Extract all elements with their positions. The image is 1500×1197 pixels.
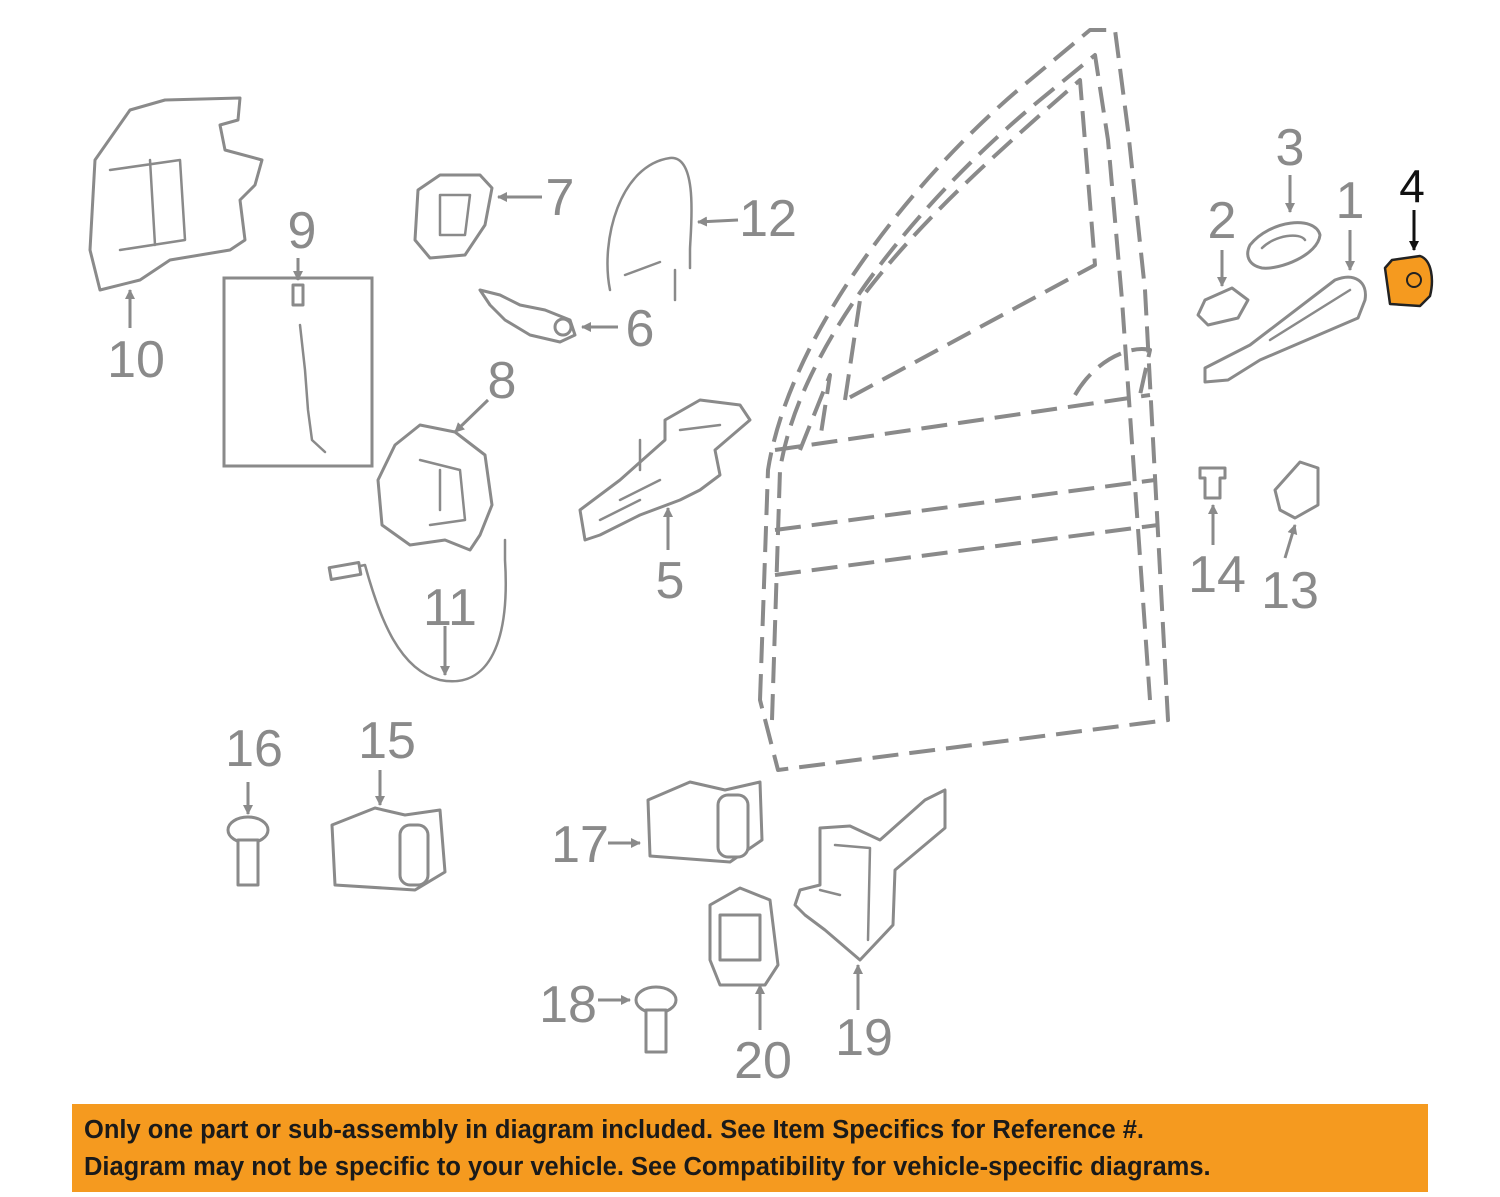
handle-bezel bbox=[1196, 286, 1250, 327]
disclaimer-line-1: Only one part or sub-assembly in diagram… bbox=[84, 1116, 1144, 1144]
disclaimer-banner: Only one part or sub-assembly in diagram… bbox=[72, 1104, 1428, 1192]
lock-rod-kit bbox=[222, 276, 374, 468]
inner-panel-bracket bbox=[88, 96, 264, 292]
lock-cylinder bbox=[478, 288, 577, 344]
callout-8: 8 bbox=[488, 352, 517, 410]
door-striker bbox=[1273, 460, 1320, 520]
door-check-bracket bbox=[708, 886, 780, 987]
release-cable bbox=[327, 538, 507, 683]
callout-10: 10 bbox=[107, 331, 165, 389]
door-outline bbox=[758, 28, 1170, 772]
callout-20: 20 bbox=[734, 1032, 792, 1090]
callout-13: 13 bbox=[1261, 562, 1319, 620]
handle-end-cap bbox=[1383, 254, 1434, 308]
callout-9: 9 bbox=[288, 202, 317, 260]
lower-door-hinge bbox=[646, 780, 764, 864]
callout-2: 2 bbox=[1208, 192, 1237, 250]
door-parts-diagram: 1 2 3 4 5 6 7 8 9 10 11 12 13 14 15 16 1… bbox=[88, 28, 1434, 1090]
callout-3: 3 bbox=[1276, 119, 1305, 177]
callout-7: 7 bbox=[546, 169, 575, 227]
handle-gasket bbox=[1246, 221, 1322, 270]
callout-17: 17 bbox=[551, 816, 609, 874]
callout-12: 12 bbox=[739, 190, 797, 248]
upper-door-hinge bbox=[330, 806, 447, 892]
callout-1: 1 bbox=[1336, 172, 1365, 230]
callout-15: 15 bbox=[358, 712, 416, 770]
callout-5: 5 bbox=[656, 552, 685, 610]
hinge-bolt-lower bbox=[634, 985, 678, 1054]
door-check-strap bbox=[793, 788, 947, 962]
handle-cable bbox=[606, 156, 693, 302]
hinge-bolt bbox=[226, 815, 270, 887]
door-latch-mechanism bbox=[578, 398, 752, 542]
disclaimer-line-2: Diagram may not be specific to your vehi… bbox=[84, 1153, 1211, 1181]
callout-6: 6 bbox=[626, 300, 655, 358]
door-lock-actuator bbox=[376, 423, 494, 552]
callout-18: 18 bbox=[539, 976, 597, 1034]
callout-14: 14 bbox=[1188, 546, 1246, 604]
lock-cylinder-cover bbox=[413, 173, 494, 260]
retainer-clip bbox=[1198, 466, 1227, 500]
callout-11: 11 bbox=[423, 579, 477, 637]
callout-19: 19 bbox=[835, 1009, 893, 1067]
callout-4: 4 bbox=[1399, 160, 1425, 212]
callout-16: 16 bbox=[225, 720, 283, 778]
outside-door-handle bbox=[1203, 275, 1367, 384]
